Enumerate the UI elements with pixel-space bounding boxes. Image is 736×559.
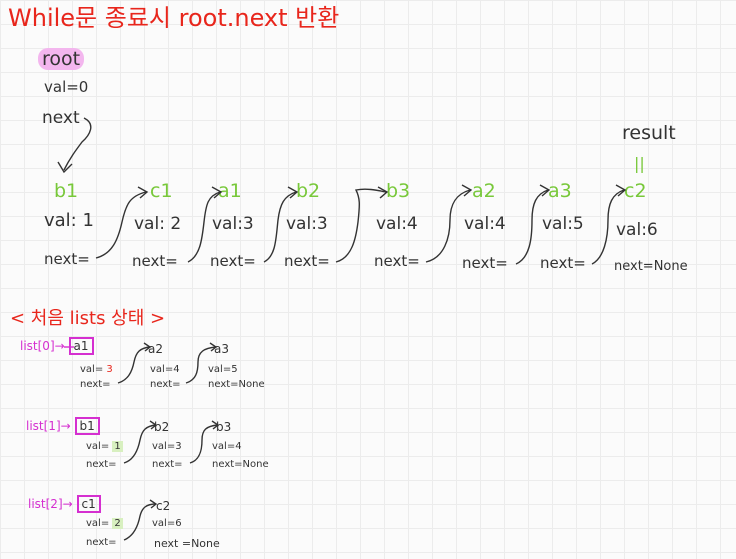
node-next: next=None xyxy=(212,459,269,470)
list-label-text: list[2]→ xyxy=(28,497,73,511)
node-next: next =None xyxy=(154,537,220,550)
initial-heading: < 처음 lists 상태 > xyxy=(10,308,166,329)
node-val: val=3 xyxy=(152,441,182,452)
chain-node-name: a2 xyxy=(472,180,496,202)
arrowhead xyxy=(461,184,473,197)
chain-node-next: next= xyxy=(44,250,90,268)
chain-node-val: val:6 xyxy=(616,220,658,240)
list-head: a1 xyxy=(68,337,94,355)
list-node-arrow xyxy=(123,503,157,541)
chain-arrow xyxy=(263,191,297,263)
node-val: val=6 xyxy=(152,518,182,529)
arrowhead xyxy=(211,420,220,430)
chain-node-name: b3 xyxy=(386,180,411,202)
result-equals: || xyxy=(634,154,645,173)
arrowhead xyxy=(137,186,149,199)
list-node-arrow xyxy=(123,424,157,464)
chain-node-next: next= xyxy=(540,254,586,272)
node-next: next= xyxy=(86,537,117,548)
chain-node-next: next= xyxy=(374,252,420,270)
root-next: next xyxy=(42,108,80,128)
chain-node-next: next=None xyxy=(614,259,688,274)
root-next-arrow xyxy=(63,117,92,171)
list-node-arrow xyxy=(189,424,219,464)
node-next: next= xyxy=(86,459,117,470)
arrowhead xyxy=(57,161,73,174)
arrowhead xyxy=(211,186,223,199)
chain-node-name: a1 xyxy=(218,180,242,202)
arrowhead xyxy=(149,499,158,509)
list-node-arrow xyxy=(185,346,217,384)
arrowhead xyxy=(377,186,389,199)
chain-arrow xyxy=(591,189,625,265)
list-label-text: list[0]→ xyxy=(20,339,65,353)
chain-node-val: val:3 xyxy=(212,214,254,234)
arrowhead xyxy=(539,184,551,197)
root-label: root xyxy=(38,48,85,70)
chain-node-name: a3 xyxy=(548,180,572,202)
chain-node-next: next= xyxy=(210,252,256,270)
arrowhead xyxy=(143,342,152,352)
list-label-text: list[1]→ xyxy=(26,419,71,433)
node-name: b3 xyxy=(216,420,232,434)
node-val: val= 2 xyxy=(86,518,123,529)
node-next: next= xyxy=(150,379,181,390)
chain-node-val: val:5 xyxy=(542,214,584,234)
chain-node-val: val:3 xyxy=(286,214,328,234)
chain-node-next: next= xyxy=(284,252,330,270)
node-next: next=None xyxy=(208,379,265,390)
list-label: list[0]→ a1 xyxy=(20,337,94,355)
list-head: c1 xyxy=(76,495,101,513)
chain-node-name: c1 xyxy=(150,180,173,202)
node-name: a3 xyxy=(214,342,229,356)
node-name: a2 xyxy=(148,342,163,356)
node-name: b2 xyxy=(154,420,170,434)
node-name: c2 xyxy=(156,499,171,513)
node-val: val=5 xyxy=(208,364,238,375)
result-label: result xyxy=(622,122,676,144)
chain-arrow xyxy=(335,188,387,263)
root-val: val=0 xyxy=(44,78,89,96)
node-val: val=4 xyxy=(150,364,180,375)
chain-arrow xyxy=(187,191,221,263)
chain-arrow xyxy=(515,189,549,265)
chain-node-name: b1 xyxy=(54,180,79,202)
list-label: list[2]→ c1 xyxy=(28,495,101,513)
chain-node-name: c2 xyxy=(624,180,647,202)
node-val: val= 1 xyxy=(86,441,123,452)
chain-node-val: val:4 xyxy=(464,214,506,234)
node-val: val=4 xyxy=(212,441,242,452)
list-label: list[1]→ b1 xyxy=(26,417,100,435)
chain-node-next: next= xyxy=(462,254,508,272)
chain-node-val: val: 1 xyxy=(44,210,94,231)
chain-arrow xyxy=(425,189,471,263)
arrowhead xyxy=(149,420,158,430)
node-next: next= xyxy=(80,379,111,390)
arrowhead xyxy=(615,184,627,197)
arrowhead xyxy=(209,342,218,352)
list-node-arrow xyxy=(117,346,151,384)
page-title: While문 종료시 root.next 반환 xyxy=(8,4,340,32)
chain-node-val: val:4 xyxy=(376,214,418,234)
arrowhead xyxy=(287,186,299,199)
list-head: b1 xyxy=(74,417,100,435)
chain-node-name: b2 xyxy=(296,180,321,202)
chain-node-next: next= xyxy=(132,252,178,270)
node-val: val= 3 xyxy=(80,364,113,375)
node-next: next= xyxy=(152,459,183,470)
chain-arrow xyxy=(95,191,147,259)
chain-node-val: val: 2 xyxy=(134,214,182,234)
root-text: root xyxy=(38,48,85,70)
